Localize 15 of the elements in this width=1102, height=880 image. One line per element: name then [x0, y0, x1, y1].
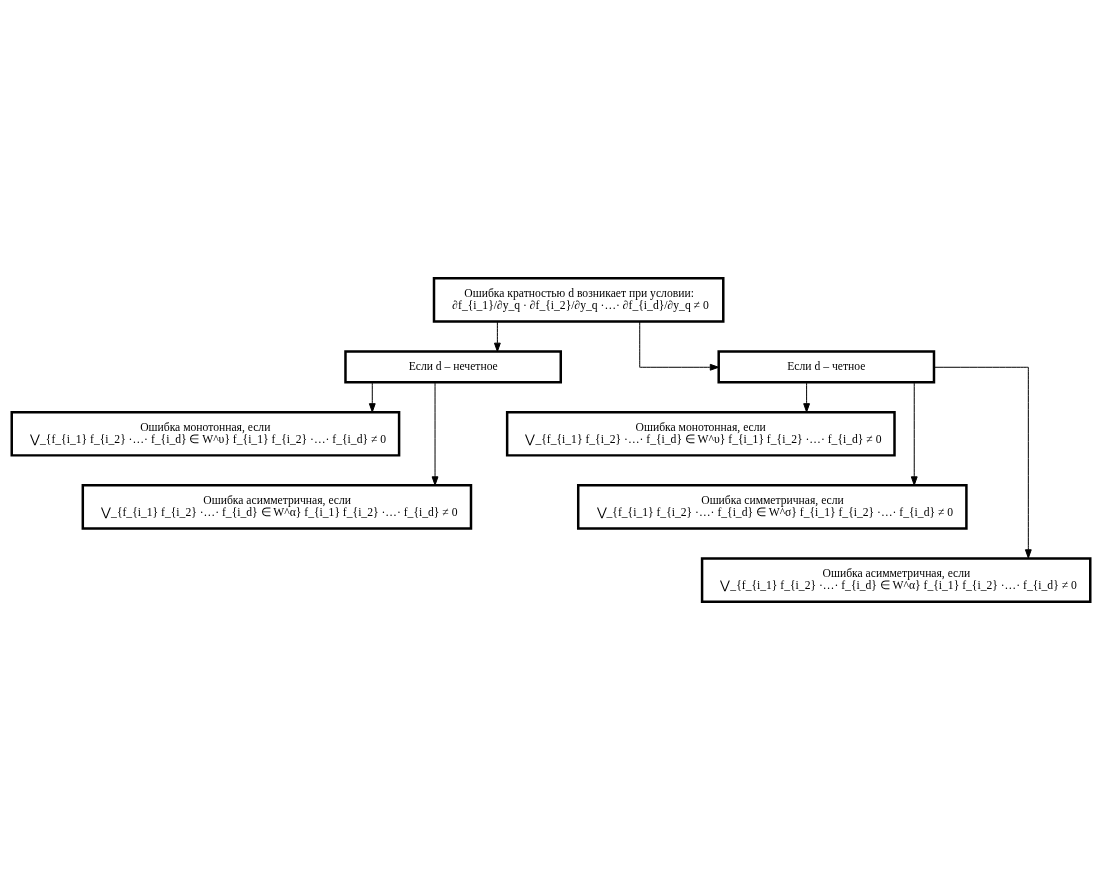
- node-box: Ошибка кратностью d возникает при условии: ∂f_{i_1}/∂y_q · ∂f_{i_2}/∂y_q ·…· ∂f_{i_d}/∂y_q ≠ 0: [432, 277, 725, 323]
- arrow: [639, 321, 720, 371]
- arrow: [803, 381, 810, 413]
- node-box: Ошибка симметричная, если ⋁_{f_{i_1} f_{i_2} ·…· f_{i_d} ∈ W^σ} f_{i_1} f_{i_2} ·…· f_{i_d} ≠ 0: [576, 484, 968, 530]
- node-box: Ошибка монотонная, если ⋁_{f_{i_1} f_{i_2} ·…· f_{i_d} ∈ W^υ} f_{i_1} f_{i_2} ·…· f_{i_d} ≠ 0: [505, 410, 896, 457]
- arrow: [494, 321, 501, 352]
- arrow: [910, 381, 918, 486]
- node-box: Если d – нечетное: [344, 350, 562, 384]
- arrow: [431, 381, 439, 486]
- node-box: Если d – четное: [717, 350, 936, 384]
- node-box: Ошибка монотонная, если ⋁_{f_{i_1} f_{i_2} ·…· f_{i_d} ∈ W^υ} f_{i_1} f_{i_2} ·…· f_{i_d} ≠ 0: [10, 410, 401, 457]
- node-box: Ошибка асимметричная, если ⋁_{f_{i_1} f_{i_2} ·…· f_{i_d} ∈ W^α} f_{i_1} f_{i_2} ·…· f_{i_d} ≠ 0: [81, 484, 473, 530]
- arrow: [368, 381, 376, 413]
- arrow: [933, 366, 1032, 559]
- node-box: Ошибка асимметричная, если ⋁_{f_{i_1} f_{i_2} ·…· f_{i_d} ∈ W^α} f_{i_1} f_{i_2} ·…· f_{i_d} ≠ 0: [700, 557, 1092, 603]
